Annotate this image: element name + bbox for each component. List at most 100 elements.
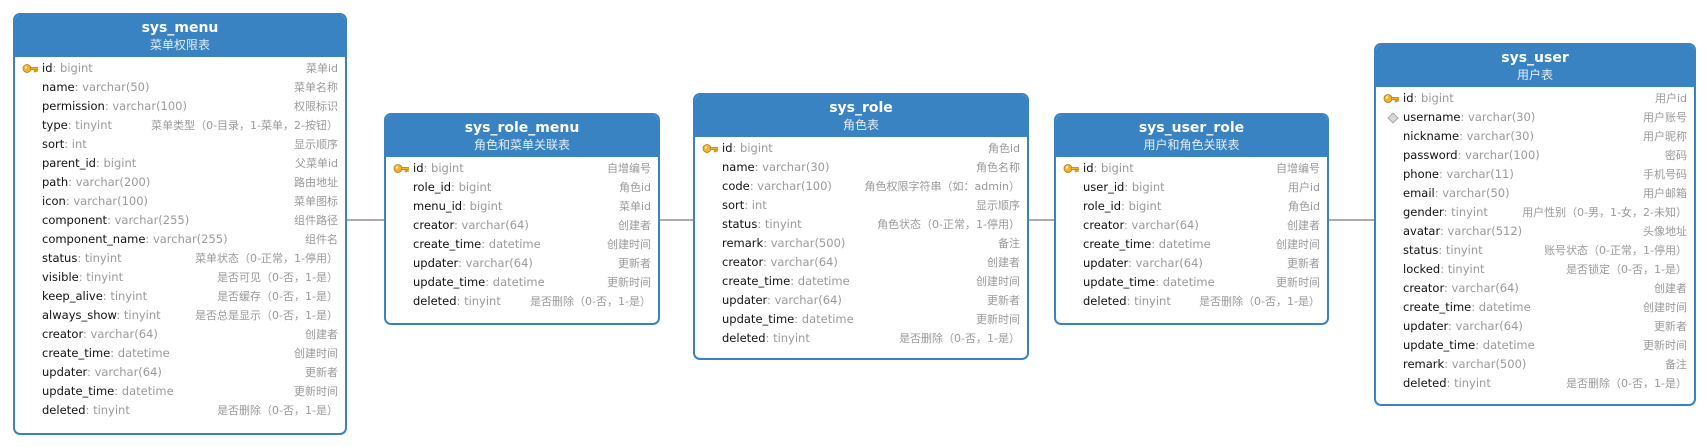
- field-comment: 创建者: [305, 328, 338, 341]
- field-name: deleted: [1083, 294, 1127, 308]
- field-label: type: tinyint: [42, 116, 112, 135]
- field-row[interactable]: name: varchar(50)菜单名称: [15, 78, 345, 97]
- field-type: varchar(64): [774, 293, 842, 307]
- field-row[interactable]: creator: varchar(64)创建者: [1376, 279, 1694, 298]
- field-type-sep: :: [1460, 110, 1469, 124]
- field-type-sep: :: [454, 218, 462, 232]
- field-row[interactable]: updater: varchar(64)更新者: [1056, 254, 1327, 273]
- field-row[interactable]: creator: varchar(64)创建者: [1056, 216, 1327, 235]
- field-row[interactable]: updater: varchar(64)更新者: [695, 291, 1027, 310]
- field-type: datetime: [1478, 300, 1531, 314]
- field-row[interactable]: phone: varchar(11)手机号码: [1376, 165, 1694, 184]
- field-row[interactable]: component: varchar(255)组件路径: [15, 211, 345, 230]
- field-row[interactable]: type: tinyint 菜单类型（0-目录，1-菜单，2-按钮）: [15, 116, 345, 135]
- field-label: updater: varchar(64): [413, 254, 533, 273]
- field-name: updater: [42, 365, 88, 379]
- field-row[interactable]: creator: varchar(64)创建者: [386, 216, 658, 235]
- field-row[interactable]: username: varchar(30)用户账号: [1376, 108, 1694, 127]
- field-row[interactable]: nickname: varchar(30)用户昵称: [1376, 127, 1694, 146]
- field-row[interactable]: component_name: varchar(255)组件名: [15, 230, 345, 249]
- field-name: update_time: [1403, 338, 1476, 352]
- field-label: role_id: bigint: [413, 178, 491, 197]
- field-comment: 是否删除（0-否，1-是）: [530, 295, 651, 308]
- field-type-sep: :: [52, 61, 61, 75]
- field-row[interactable]: avatar: varchar(512)头像地址: [1376, 222, 1694, 241]
- field-row[interactable]: password: varchar(100)密码: [1376, 146, 1694, 165]
- field-comment: 菜单类型（0-目录，1-菜单，2-按钮）: [151, 119, 338, 132]
- field-label: updater: varchar(64): [722, 291, 842, 310]
- field-row[interactable]: updater: varchar(64)更新者: [386, 254, 658, 273]
- field-name: updater: [413, 256, 459, 270]
- field-row[interactable]: creator: varchar(64)创建者: [15, 325, 345, 344]
- field-row[interactable]: icon: varchar(100)菜单图标: [15, 192, 345, 211]
- field-type: varchar(30): [1468, 110, 1536, 124]
- field-name: update_time: [413, 275, 486, 289]
- field-name: id: [42, 61, 53, 75]
- field-row[interactable]: remark: varchar(500)备注: [1376, 355, 1694, 374]
- field-comment: 菜单id: [618, 200, 651, 213]
- field-name: name: [722, 160, 755, 174]
- field-type-sep: :: [462, 199, 470, 213]
- field-row[interactable]: name: varchar(30)角色名称: [695, 158, 1027, 177]
- field-row[interactable]: creator: varchar(64)创建者: [695, 253, 1027, 272]
- field-type: tinyint: [1447, 262, 1485, 276]
- field-row[interactable]: email: varchar(50)用户邮箱: [1376, 184, 1694, 203]
- field-row[interactable]: code: varchar(100)角色权限字符串（如：admin）: [695, 177, 1027, 196]
- field-label: name: varchar(50): [42, 78, 149, 97]
- field-label: create_time: datetime: [1083, 235, 1211, 254]
- field-row[interactable]: permission: varchar(100)权限标识: [15, 97, 345, 116]
- field-row[interactable]: path: varchar(200)路由地址: [15, 173, 345, 192]
- field-name: locked: [1403, 262, 1441, 276]
- field-type-sep: :: [110, 346, 118, 360]
- field-row[interactable]: updater: varchar(64)更新者: [15, 363, 345, 382]
- field-name: sort: [42, 137, 65, 151]
- field-type-sep: :: [102, 289, 111, 303]
- field-comment: 权限标识: [294, 100, 338, 113]
- field-row[interactable]: remark: varchar(500)备注: [695, 234, 1027, 253]
- field-name: create_time: [42, 346, 111, 360]
- field-row[interactable]: updater: varchar(64)更新者: [1376, 317, 1694, 336]
- table-comment: 用户表: [1516, 68, 1553, 82]
- field-name: role_id: [413, 180, 452, 194]
